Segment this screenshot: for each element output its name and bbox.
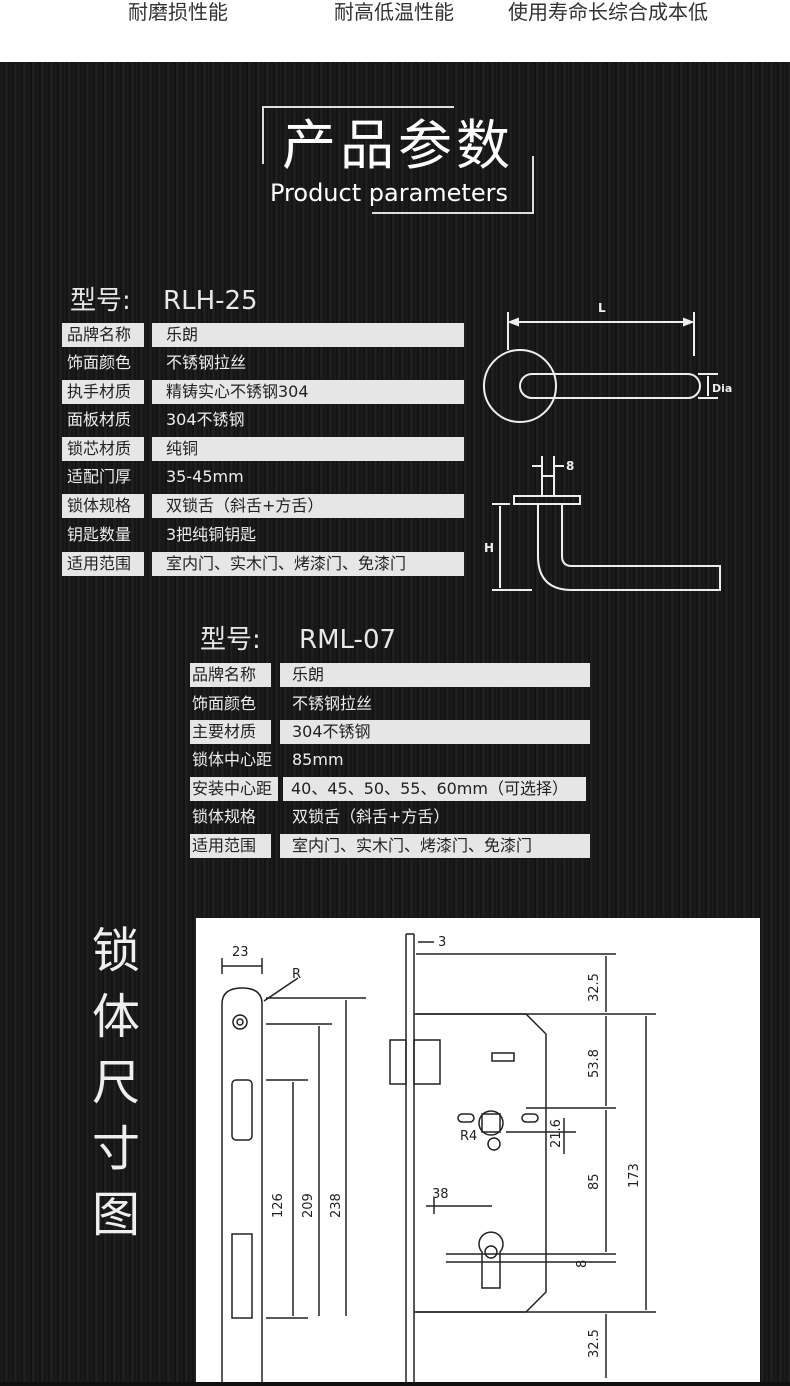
lock-body-drawing: 23 R 126 209 238 3 32.5 53.8 21.6 R4 38 …	[196, 918, 760, 1382]
dim-label: 32.5	[587, 973, 602, 1002]
product1-model-value: RLH-25	[163, 286, 258, 316]
feature-strip: 耐磨损性能 耐高低温性能 使用寿命长综合成本低	[0, 0, 790, 62]
spec-value: 室内门、实木门、烤漆门、免漆门	[280, 834, 590, 858]
dim-label: 173	[627, 1163, 642, 1188]
dim-label: 85	[587, 1173, 602, 1190]
spec-value: 35-45mm	[166, 467, 244, 486]
spec-value: 纯铜	[152, 437, 464, 461]
spec-value: 304不锈钢	[280, 720, 590, 744]
dimension-title: 锁 体 尺 寸 图	[86, 918, 146, 1248]
spec-label: 安装中心距	[190, 777, 278, 801]
diagram-label-width: 8	[566, 459, 574, 473]
section-title-cn: 产品参数	[282, 114, 514, 177]
diagram-label-length: L	[598, 301, 606, 315]
product2-model: 型号: RML-07	[200, 624, 396, 656]
spec-value: 乐朗	[152, 323, 464, 347]
dim-label: 32.5	[587, 1329, 602, 1358]
dim-label: 8	[575, 1260, 590, 1268]
dim-label: 21.6	[549, 1119, 564, 1148]
spec-value: 40、45、50、55、60mm（可选择）	[283, 777, 586, 801]
diagram-label-dia: Dia	[712, 382, 732, 395]
spec-label: 适用范围	[62, 552, 144, 576]
spec-value: 室内门、实木门、烤漆门、免漆门	[152, 552, 464, 576]
dimension-title-char: 图	[91, 1187, 140, 1243]
product2-model-label: 型号:	[200, 625, 261, 655]
dimension-title-char: 锁	[91, 923, 140, 979]
dim-label: 38	[432, 1187, 449, 1202]
diagram-label-height: H	[484, 541, 494, 555]
dim-label: R	[292, 967, 301, 982]
feature-temperature: 耐高低温性能	[334, 0, 454, 24]
spec-label: 锁芯材质	[62, 437, 144, 461]
product2-model-value: RML-07	[299, 625, 397, 655]
dimension-title-char: 尺	[91, 1055, 140, 1111]
dim-label: 53.8	[587, 1049, 602, 1078]
dimension-title-char: 寸	[91, 1121, 140, 1177]
section-title: 产品参数 Product parameters	[262, 106, 534, 214]
spec-label: 适配门厚	[67, 467, 132, 486]
dim-label: 3	[438, 935, 446, 950]
dim-label: 209	[301, 1193, 316, 1218]
section-title-en: Product parameters	[270, 179, 508, 207]
dim-label: 238	[329, 1193, 344, 1218]
spec-label: 锁体中心距	[192, 750, 273, 769]
lock-body-svg: 23 R 126 209 238 3 32.5 53.8 21.6 R4 38 …	[221, 933, 656, 1382]
product1-model-label: 型号:	[70, 286, 131, 316]
spec-label: 饰面颜色	[67, 353, 132, 372]
spec-label: 锁体规格	[192, 807, 257, 826]
spec-value: 不锈钢拉丝	[292, 694, 373, 713]
product1-model: 型号: RLH-25	[70, 285, 258, 317]
feature-wear: 耐磨损性能	[128, 0, 228, 24]
dimension-title-char: 体	[91, 989, 140, 1045]
dim-label: R4	[460, 1129, 477, 1144]
spec-value: 不锈钢拉丝	[166, 353, 247, 372]
spec-label: 饰面颜色	[192, 694, 257, 713]
spec-value: 85mm	[292, 750, 344, 769]
spec-label: 执手材质	[62, 380, 144, 404]
spec-value: 双锁舌（斜舌+方舌）	[152, 494, 464, 518]
spec-label: 适用范围	[190, 834, 271, 858]
dim-label: 23	[232, 945, 249, 960]
spec-value: 304不锈钢	[166, 410, 245, 429]
dim-label: 126	[271, 1193, 286, 1218]
handle-dimension-diagram: L Dia 8 H	[483, 301, 732, 591]
spec-label: 品牌名称	[62, 323, 144, 347]
feature-lifespan: 使用寿命长综合成本低	[508, 0, 708, 24]
spec-label: 钥匙数量	[67, 525, 132, 544]
spec-label: 主要材质	[190, 720, 271, 744]
spec-value: 乐朗	[280, 663, 590, 687]
spec-label: 品牌名称	[190, 663, 271, 687]
spec-value: 3把纯铜钥匙	[166, 525, 257, 544]
spec-value: 精铸实心不锈钢304	[152, 380, 464, 404]
spec-value: 双锁舌（斜舌+方舌）	[292, 807, 450, 826]
spec-label: 面板材质	[67, 410, 132, 429]
spec-label: 锁体规格	[62, 494, 144, 518]
